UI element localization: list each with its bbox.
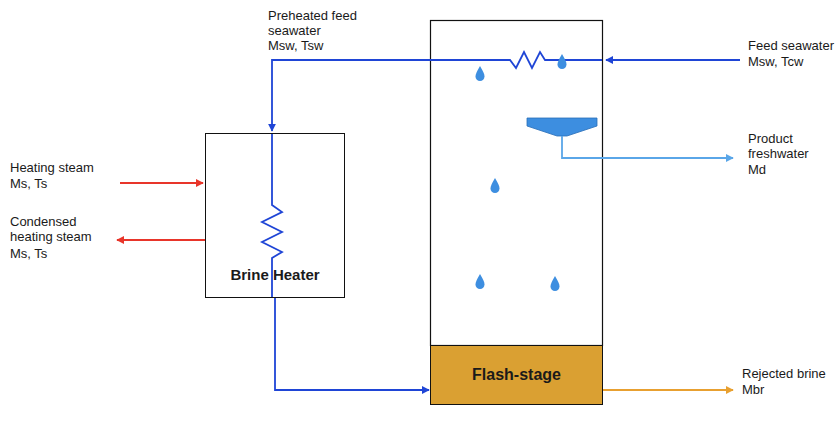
brine-reject-line — [603, 389, 733, 391]
flash-chamber — [431, 21, 603, 346]
flow-connector — [275, 298, 429, 390]
stream-label: Rejected brine — [742, 366, 826, 381]
condensate-line — [117, 239, 205, 241]
heating-steam-line — [120, 182, 203, 184]
droplet — [476, 66, 485, 81]
brine-heater: Brine Heater — [205, 133, 345, 298]
product-line — [562, 136, 733, 158]
droplets — [476, 54, 567, 291]
feed-seawater-line — [606, 59, 740, 61]
flash-stage: Flash-stage — [430, 345, 603, 405]
distillate-tray — [527, 118, 597, 136]
droplet — [491, 178, 500, 193]
stream-label: Condensed heating steam — [10, 214, 105, 244]
stream-label: Msw, Tcw — [748, 54, 803, 69]
stream-label: Msw, Tsw — [268, 38, 323, 53]
stream-label: Mbr — [742, 382, 764, 397]
stream-label: Ms, Ts — [10, 176, 47, 191]
node-label: Brine Heater — [230, 266, 319, 283]
droplet — [558, 54, 567, 69]
stream-label: Heating steam — [10, 160, 94, 175]
stream-label: Product freshwater — [748, 131, 828, 161]
stream-label: Ms, Ts — [10, 246, 47, 261]
stream-label: Preheated feed seawater — [268, 8, 373, 38]
stream-label: Md — [748, 162, 766, 177]
droplet — [476, 274, 485, 289]
stream-label: Feed seawater — [748, 38, 834, 53]
droplet — [551, 276, 560, 291]
node-label: Flash-stage — [472, 366, 561, 384]
